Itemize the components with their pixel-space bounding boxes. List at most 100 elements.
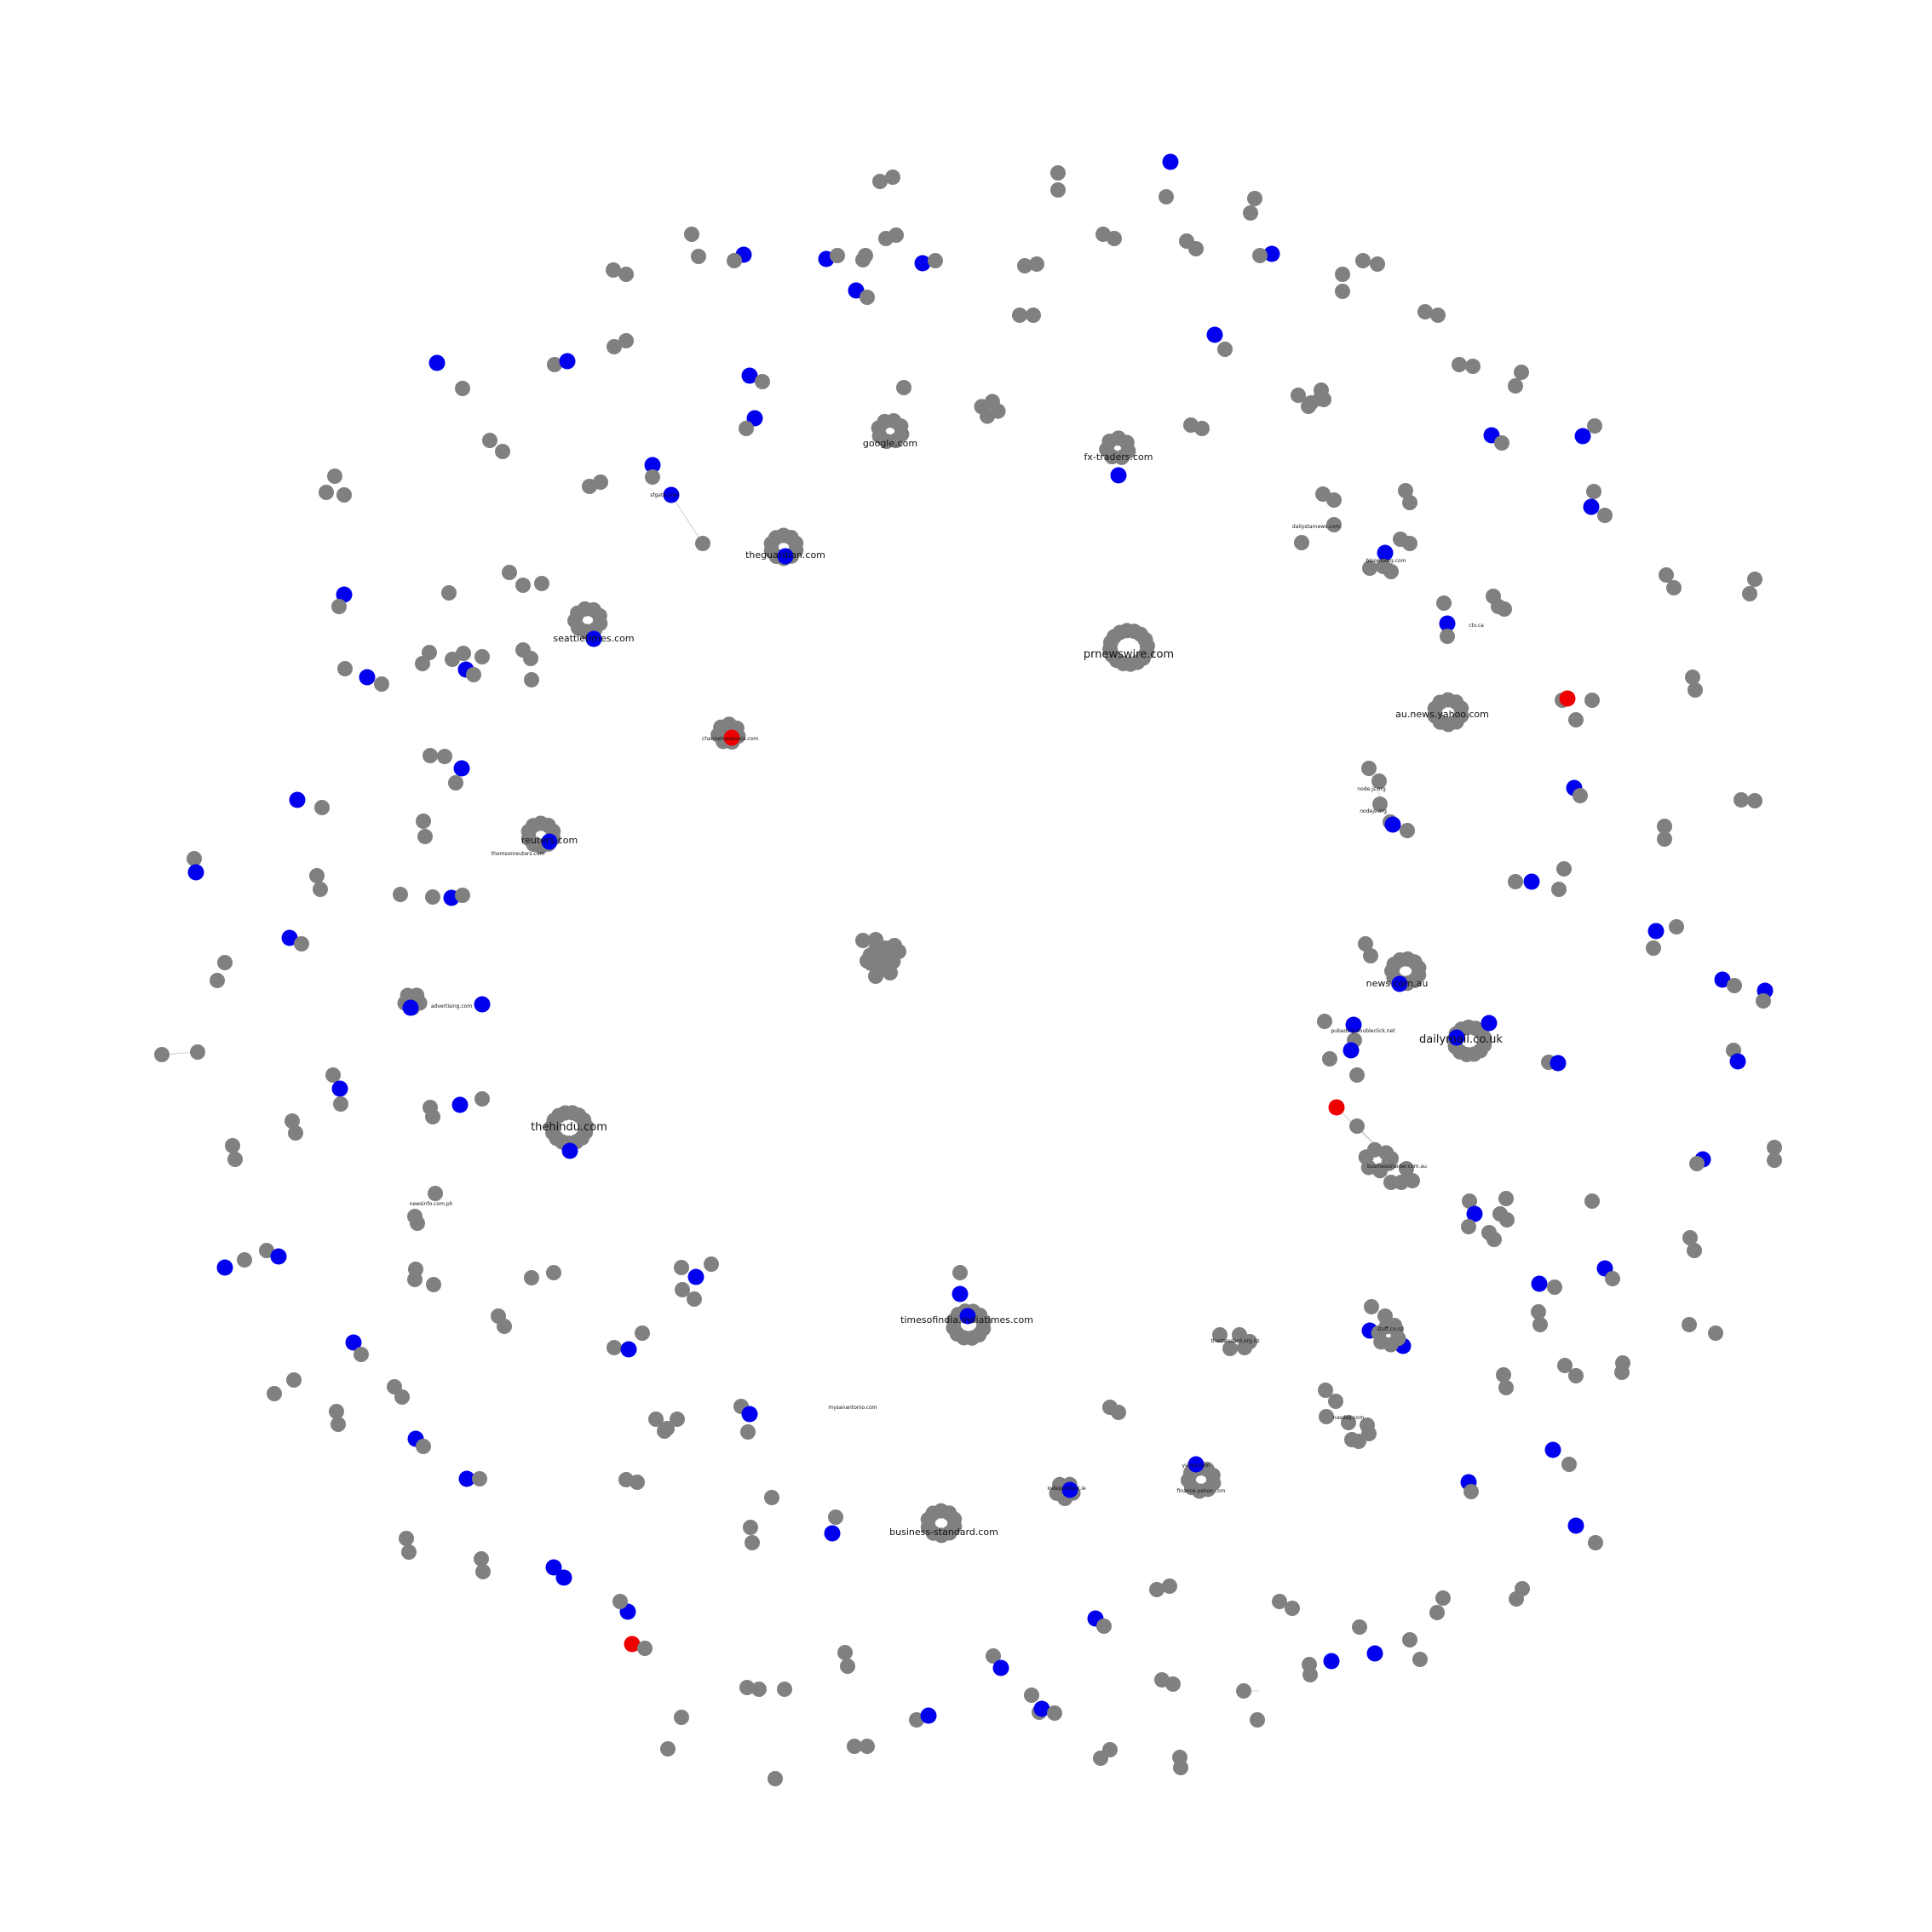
graph-node-gray [1362,561,1377,576]
graph-node-gray [313,882,328,897]
graph-node-gray [1398,483,1413,498]
graph-node-blue [289,791,306,808]
graph-node-gray [502,565,517,580]
graph-node-gray [1096,1619,1112,1634]
graph-node-gray [331,1417,346,1432]
graph-node-blue [281,929,298,946]
graph-node-gray [1250,1712,1265,1728]
graph-node-gray [1747,572,1762,587]
graph-node-gray [1429,1605,1445,1620]
graph-node-gray [190,1044,205,1060]
graph-node-blue [1366,1645,1383,1662]
graph-node-gray [288,1125,303,1141]
graph-node-gray [336,487,352,503]
graph-node-gray [1497,601,1512,617]
graph-node-gray [354,1347,369,1362]
graph-node-gray [1588,1535,1603,1550]
graph-node-gray [607,339,622,354]
graph-node-gray [1659,567,1674,583]
label-seattletimes: seattletimes.com [553,633,634,644]
graph-node-gray [618,267,634,282]
label-nasdaq: nasdaq.com [1333,1415,1365,1421]
graph-node-red [723,729,740,746]
graph-node-blue [402,999,419,1016]
graph-edge [1368,768,1391,823]
graph-node-gray [1498,1380,1514,1395]
graph-node-gray [407,1272,423,1287]
graph-node-gray [1587,418,1602,434]
graph-node-gray [1394,1175,1409,1190]
label-reuters: reuters.com [521,835,578,846]
graph-node-gray [1436,595,1452,611]
label-mysanantonio: mysanantonio.com [828,1405,877,1411]
graph-node-gray [409,987,425,1003]
graph-node-blue [1061,1481,1078,1498]
graph-node-gray [1573,788,1588,803]
label-advertising: advertising.com [431,1003,472,1009]
graph-node-gray [417,829,433,844]
graph-node-gray [607,1340,622,1355]
graph-node-gray [1222,1341,1238,1356]
graph-node-gray [1194,421,1210,436]
graph-node-gray [1217,342,1233,357]
graph-node-gray [547,357,562,372]
graph-node-gray [437,749,452,764]
graph-node-blue [1343,1042,1360,1059]
graph-node-gray [1318,1383,1333,1398]
graph-node-gray [515,578,531,593]
graph-node-gray [1378,1145,1394,1161]
graph-node-gray [745,1535,760,1550]
graph-node-gray [294,936,309,952]
graph-node-blue [561,1142,578,1159]
label-thomsonreuters: thomsonreuters.com [492,851,545,857]
graph-node-gray [1417,304,1433,319]
graph-node-gray [1515,1581,1530,1596]
graph-node-blue [345,1334,362,1351]
graph-node-blue [644,457,661,474]
graph-node-blue [453,760,470,777]
graph-node-red [1328,1099,1345,1116]
graph-node-gray [1317,1014,1332,1029]
graph-node-gray [474,1091,490,1107]
graph-node-gray [1358,936,1373,952]
graph-node-gray [534,576,549,591]
label-newsinfo: newsinfo.com.ph [410,1201,453,1207]
graph-node-blue [555,1569,572,1586]
graph-node-gray [1247,191,1262,206]
label-ctv: ctv.ca [1469,623,1484,629]
graph-node-gray [1481,1225,1497,1240]
graph-node-gray [1029,256,1044,272]
label-thestandard: thestandard.org.nz [1210,1338,1259,1344]
graph-node-gray [1402,495,1417,510]
label-dailystar: dailystarnews.com [1292,524,1340,530]
label-dailymail: dailymail.co.uk [1419,1033,1503,1046]
graph-node-blue [359,669,376,686]
graph-node-gray [777,1682,792,1697]
graph-node-gray [1364,1299,1379,1314]
graph-node-gray [909,1712,924,1728]
graph-node-gray [524,672,539,687]
graph-node-gray [618,333,634,348]
graph-node-gray [743,1520,758,1535]
graph-node-gray [187,851,202,866]
graph-node-gray [1335,267,1350,282]
graph-node-blue [1550,1055,1567,1072]
graph-node-gray [674,1710,689,1725]
graph-node-gray [1349,1067,1365,1083]
graph-node-gray [858,248,873,263]
graph-node-gray [635,1325,650,1341]
graph-node-gray [675,1282,690,1297]
graph-node-gray [1666,580,1682,595]
graph-node-gray [704,1256,719,1272]
graph-node-gray [1363,948,1378,963]
label-sfgate: sfgate.com [650,492,679,498]
graph-node-gray [425,889,440,905]
graph-node-gray [975,1314,992,1330]
graph-node-gray [1557,1358,1573,1373]
graph-node-gray [630,1475,645,1490]
graph-node-blue [741,367,758,384]
graph-node-blue [777,548,794,565]
graph-node-gray [393,887,408,902]
graph-node-gray [1017,258,1032,273]
graph-node-gray [455,888,470,903]
